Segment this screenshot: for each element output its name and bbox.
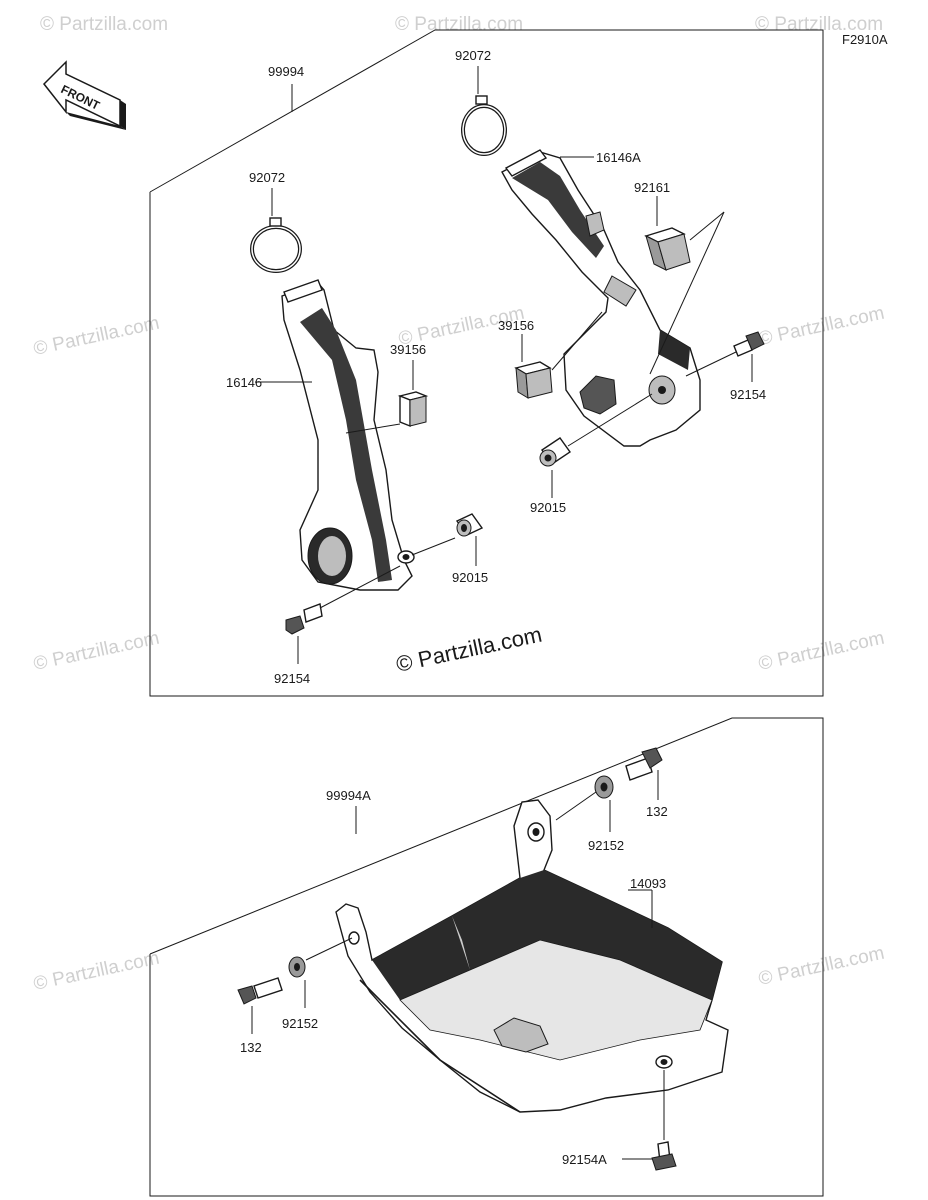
watermark: © Partzilla.com [32,948,162,995]
label-cover-right: 16146A [596,150,641,165]
watermarks: © Partzilla.com © Partzilla.com © Partzi… [32,14,887,995]
label-band-left: 92072 [249,170,285,185]
label-bolt-left-bottom: 132 [240,1040,262,1055]
washer-left-icon [288,956,306,978]
leader-line [567,393,653,447]
leader-line [305,937,353,961]
pad-right-top [644,227,691,271]
collar-left [455,513,484,537]
top-group: 99994 92072 92072 16146 [149,29,824,697]
watermark: © Partzilla.com [757,628,887,675]
label-assembly-bottom: 99994A [326,788,371,803]
leader-line [555,791,597,821]
label-assembly: 99994 [268,64,304,79]
band-clip-left [250,217,302,273]
leader-line [345,423,401,434]
figure-code: F2910A [842,32,888,47]
label-bolt-left: 92154 [274,671,310,686]
label-pad-left: 39156 [390,342,426,357]
bolt-bottom-icon [651,1141,677,1171]
watermark: © Partzilla.com [32,628,162,675]
leader-line [689,211,725,241]
watermark: © Partzilla.com [757,303,887,350]
skid-guard [335,799,729,1113]
bolt-right-icon [733,331,765,357]
label-bolt-right-bottom: 132 [646,804,668,819]
watermark: © Partzilla.com [32,313,162,360]
frame-cover-right [501,149,701,447]
watermark: © Partzilla.com [757,943,887,990]
pad-left [397,391,429,428]
band-clip-right [461,95,507,156]
label-collar-right: 92015 [530,500,566,515]
assembly-frame [149,717,824,1197]
label-washer-right: 92152 [588,838,624,853]
bolt-left-bottom-icon [237,977,283,1005]
label-collar-left: 92015 [452,570,488,585]
leader-line [551,311,603,371]
frame-cover-left [281,279,415,591]
label-guard: 14093 [630,876,666,891]
watermark: © Partzilla.com [40,14,168,35]
leader-line [685,351,737,377]
leader-line [411,537,456,556]
label-pad-right-top: 92161 [634,180,670,195]
pad-right [514,361,553,399]
assembly-frame [149,29,824,697]
label-cover-left: 16146 [226,375,262,390]
watermark-main: © Partzilla.com [394,622,544,677]
leader-line [649,211,725,375]
washer-right-icon [594,775,614,799]
leader-line [319,565,401,609]
bolt-right-bottom-icon [625,747,663,781]
collar-right [539,437,571,467]
watermark: © Partzilla.com [395,14,523,35]
label-band-right: 92072 [455,48,491,63]
label-washer-left: 92152 [282,1016,318,1031]
bolt-left-icon [285,603,323,635]
label-bolt-right: 92154 [730,387,766,402]
bottom-group: 99994A 14093 132 [149,717,824,1197]
front-arrow-icon: FRONT [42,60,126,130]
label-bolt-bottom: 92154A [562,1152,607,1167]
label-pad-right: 39156 [498,318,534,333]
